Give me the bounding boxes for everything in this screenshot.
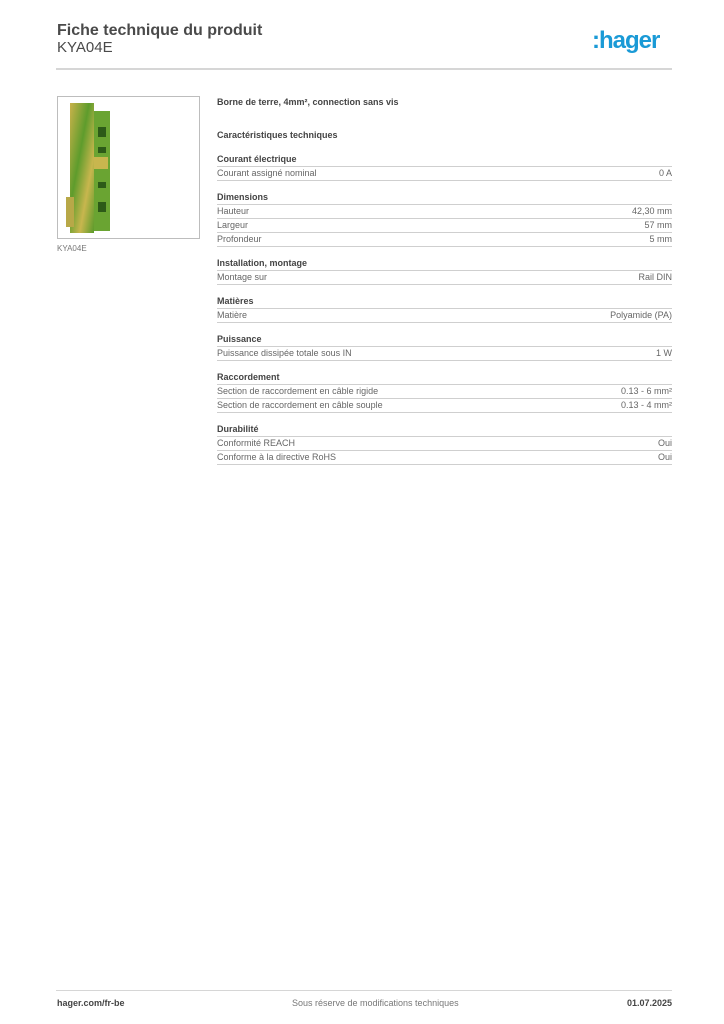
section-title: Matières bbox=[217, 295, 672, 309]
spec-value: 1 W bbox=[655, 348, 672, 358]
page-title: Fiche technique du produit bbox=[57, 22, 263, 39]
spec-label: Conforme à la directive RoHS bbox=[217, 452, 337, 462]
section-title: Installation, montage bbox=[217, 257, 672, 271]
section-title: Courant électrique bbox=[217, 153, 672, 167]
spec-value: Oui bbox=[657, 438, 672, 448]
spec-label: Section de raccordement en câble souple bbox=[217, 400, 383, 410]
terminal-block-picture bbox=[66, 103, 110, 233]
spec-label: Montage sur bbox=[217, 272, 268, 282]
image-caption: KYA04E bbox=[57, 244, 87, 253]
spec-value: 0.13 - 6 mm² bbox=[620, 386, 672, 396]
spec-label: Conformité REACH bbox=[217, 438, 296, 448]
spec-label: Hauteur bbox=[217, 206, 250, 216]
product-description: Borne de terre, 4mm², connection sans vi… bbox=[217, 97, 399, 107]
spec-value: 0.13 - 4 mm² bbox=[620, 400, 672, 410]
footer-disclaimer: Sous réserve de modifications techniques bbox=[292, 998, 459, 1008]
spec-value: Rail DIN bbox=[638, 272, 672, 282]
header-divider bbox=[56, 68, 672, 70]
spec-label: Largeur bbox=[217, 220, 249, 230]
spec-value: 5 mm bbox=[649, 234, 673, 244]
spec-value: 57 mm bbox=[644, 220, 672, 230]
footer-website[interactable]: hager.com/fr-be bbox=[57, 998, 125, 1008]
footer-divider bbox=[56, 990, 672, 991]
spec-label: Courant assigné nominal bbox=[217, 168, 317, 178]
spec-value: Oui bbox=[657, 452, 672, 462]
section-title: Raccordement bbox=[217, 371, 672, 385]
spec-row: Largeur 57 mm bbox=[217, 219, 672, 233]
spec-row: Section de raccordement en câble rigide 0… bbox=[217, 385, 672, 399]
spec-label: Matière bbox=[217, 310, 248, 320]
spec-row: Conformité REACH Oui bbox=[217, 437, 672, 451]
spec-value: 0 A bbox=[658, 168, 672, 178]
spec-row: Montage sur Rail DIN bbox=[217, 271, 672, 285]
footer-date: 01.07.2025 bbox=[626, 998, 672, 1008]
product-reference: KYA04E bbox=[57, 39, 113, 56]
spec-row: Matière Polyamide (PA) bbox=[217, 309, 672, 323]
spec-row: Puissance dissipée totale sous IN 1 W bbox=[217, 347, 672, 361]
spec-label: Profondeur bbox=[217, 234, 262, 244]
spec-row: Section de raccordement en câble souple 0… bbox=[217, 399, 672, 413]
spec-row: Courant assigné nominal 0 A bbox=[217, 167, 672, 181]
characteristics-title: Caractéristiques techniques bbox=[217, 130, 338, 140]
spec-row: Hauteur 42,30 mm bbox=[217, 205, 672, 219]
specifications: Borne de terre, 4mm², connection sans vi… bbox=[217, 96, 672, 465]
hager-logo: :hager bbox=[592, 27, 660, 54]
section-title: Dimensions bbox=[217, 191, 672, 205]
section-title: Puissance bbox=[217, 333, 672, 347]
spec-value: Polyamide (PA) bbox=[610, 310, 672, 320]
product-image bbox=[57, 96, 200, 239]
spec-label: Section de raccordement en câble rigide bbox=[217, 386, 379, 396]
section-title: Durabilité bbox=[217, 423, 672, 437]
spec-value: 42,30 mm bbox=[631, 206, 672, 216]
spec-row: Profondeur 5 mm bbox=[217, 233, 672, 247]
spec-label: Puissance dissipée totale sous IN bbox=[217, 348, 352, 358]
spec-row: Conforme à la directive RoHS Oui bbox=[217, 451, 672, 465]
